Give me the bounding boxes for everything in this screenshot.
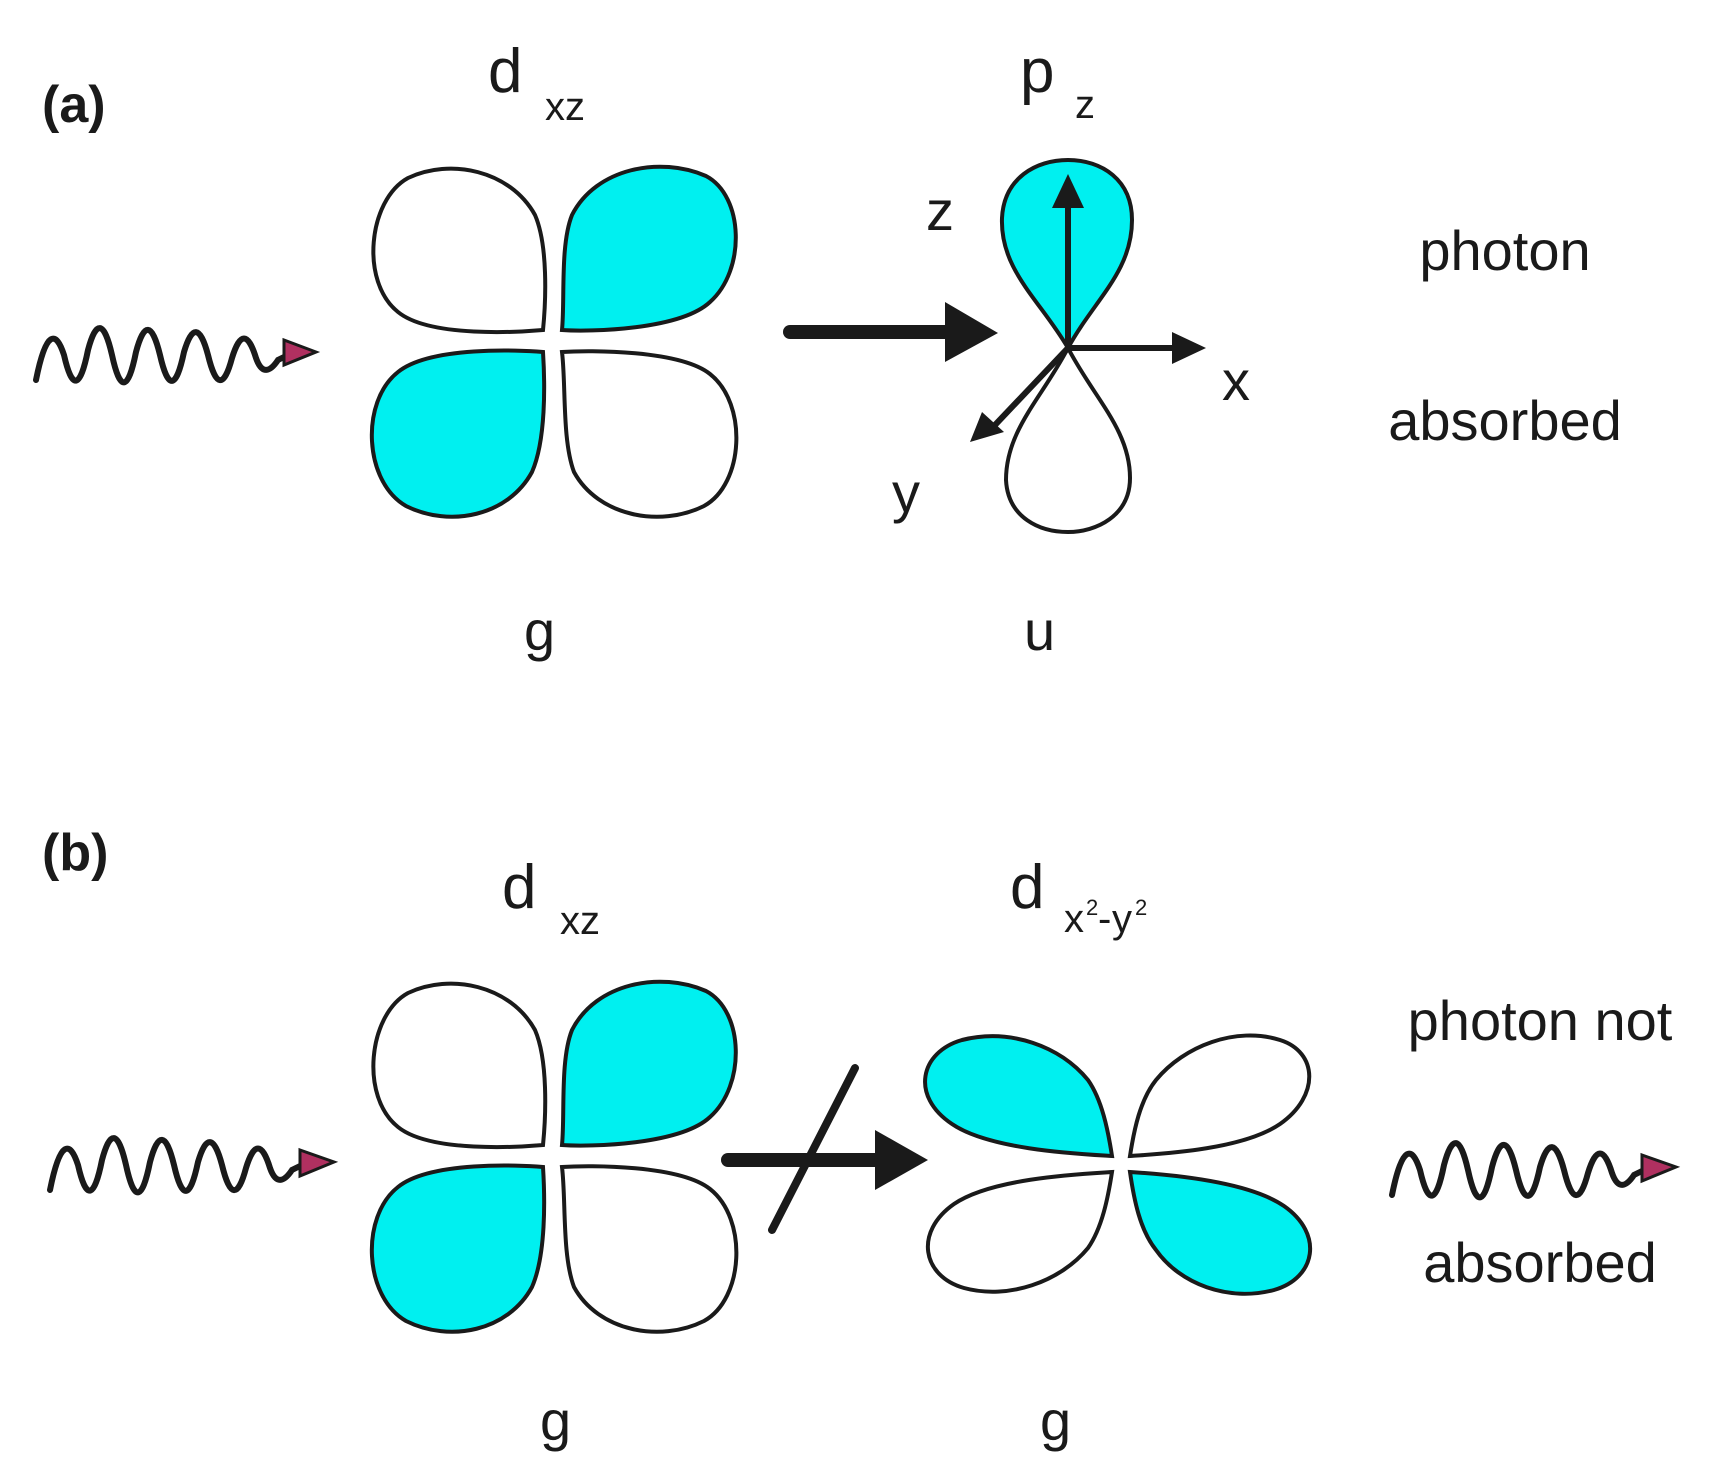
panel-a-initial-parity: g <box>524 599 555 662</box>
panel-a-final-orbital-main: p <box>1020 37 1054 106</box>
panel-a-final-parity: u <box>1024 599 1055 662</box>
panel-a-initial-orbital-main: d <box>488 37 522 106</box>
panel-b-final-orbital-main: d <box>1010 853 1044 922</box>
panel-a-result-line1: photon <box>1419 219 1590 282</box>
coordinate-axes: z x y <box>892 174 1250 524</box>
panel-b-final-orbital-dash: - <box>1098 897 1111 941</box>
panel-b-initial-parity: g <box>540 1389 571 1452</box>
panel-b-final-orbital-sup-2: 2 <box>1135 895 1147 920</box>
panel-b-result-line1: photon not <box>1408 989 1673 1052</box>
panel-b-initial-orbital-sub: xz <box>560 899 600 943</box>
panel-b-final-parity: g <box>1040 1389 1071 1452</box>
panel-a-final-orbital-sub: z <box>1075 83 1095 127</box>
axis-y-label: y <box>892 461 920 524</box>
dxz-orbital-a <box>369 164 739 519</box>
panel-b-final-orbital-sup-1: 2 <box>1086 895 1098 920</box>
panel-b-initial-orbital-main: d <box>502 853 536 922</box>
panel-b-final-orbital-sub-y: y <box>1112 897 1132 941</box>
axis-z-label: z <box>926 179 954 242</box>
panel-a-label: (a) <box>42 76 106 134</box>
panel-a-result-line2: absorbed <box>1388 389 1622 452</box>
forbidden-slash-icon <box>768 1064 859 1234</box>
transition-arrow-icon <box>783 302 998 362</box>
panel-a-initial-orbital-sub: xz <box>545 85 585 129</box>
forbidden-transition-arrow <box>721 1064 928 1234</box>
dxz-orbital-b <box>369 979 739 1334</box>
photon-wave-icon <box>33 325 321 386</box>
panel-b-label: (b) <box>42 824 108 882</box>
photon-wave-icon <box>47 1135 339 1196</box>
axis-x-label: x <box>1222 349 1250 412</box>
panel-b-final-orbital-sub-x: x <box>1064 897 1084 941</box>
dx2-y2-orbital <box>923 1033 1313 1296</box>
panel-b-final-orbital-title: d x 2 - y 2 <box>1010 853 1147 941</box>
photon-wave-icon <box>1389 1140 1681 1201</box>
panel-b-result-line2: absorbed <box>1423 1231 1657 1294</box>
